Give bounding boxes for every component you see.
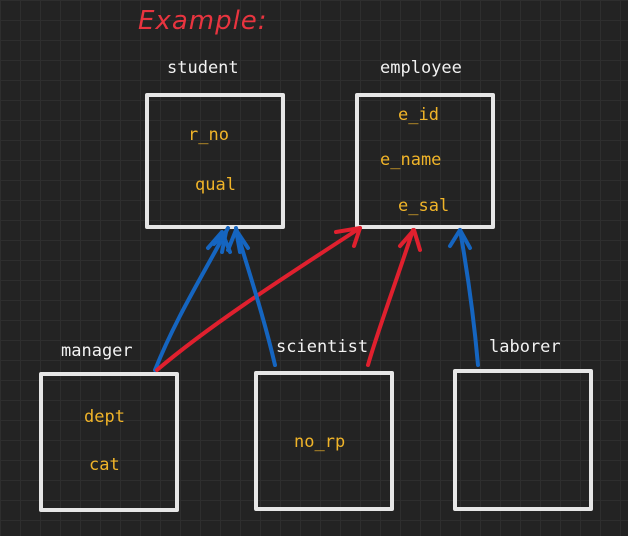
student-attribute-r-no: r_no xyxy=(188,125,229,145)
arrow-scientist-to-student xyxy=(234,226,277,367)
laborer-entity-label: laborer xyxy=(489,337,561,357)
scientist-entity-label: scientist xyxy=(276,337,369,357)
arrow-scientist-to-employee-head xyxy=(398,228,422,252)
arrow-student-double-head xyxy=(212,228,242,254)
manager-attribute-dept: dept xyxy=(84,407,125,427)
arrow-manager-to-employee-head xyxy=(334,226,362,248)
diagram-title: Example: xyxy=(138,6,268,36)
arrow-scientist-to-employee xyxy=(366,228,415,367)
employee-attribute-e-sal: e_sal xyxy=(398,196,450,216)
arrow-laborer-to-employee-head xyxy=(448,228,472,250)
arrow-laborer-to-employee xyxy=(458,228,480,367)
student-entity-box xyxy=(145,93,285,229)
scientist-entity-box xyxy=(254,371,394,511)
student-attribute-qual: qual xyxy=(195,175,236,195)
employee-attribute-e-id: e_id xyxy=(398,105,439,125)
arrow-manager-to-student xyxy=(153,226,230,372)
scientist-attribute-no-rp: no_rp xyxy=(294,432,346,452)
manager-entity-box xyxy=(39,372,179,512)
employee-entity-label: employee xyxy=(380,58,462,78)
employee-attribute-e-name: e_name xyxy=(380,150,442,170)
manager-attribute-cat: cat xyxy=(89,455,120,475)
arrow-manager-to-employee xyxy=(155,226,362,372)
employee-entity-box xyxy=(355,93,495,229)
student-entity-label: student xyxy=(167,58,239,78)
laborer-entity-box xyxy=(453,369,593,511)
manager-entity-label: manager xyxy=(61,341,133,361)
